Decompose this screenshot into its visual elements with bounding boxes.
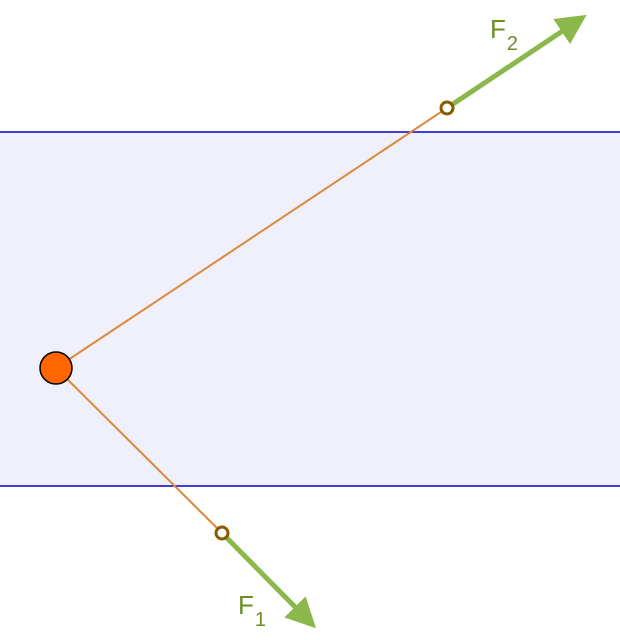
f1-label-sub: 1 — [255, 609, 266, 631]
shaded-band — [0, 132, 620, 486]
f1-handle[interactable] — [214, 525, 230, 541]
f2-label: F2 — [490, 14, 518, 55]
line-to-f1 — [55, 367, 223, 534]
f1-label: F1 — [238, 590, 266, 631]
line-to-f2 — [55, 107, 448, 369]
force-f1-arrow[interactable] — [220, 531, 317, 629]
f2-label-main: F — [490, 14, 506, 44]
central-point[interactable] — [39, 351, 73, 385]
f1-label-main: F — [238, 590, 254, 620]
f2-label-sub: 2 — [507, 33, 518, 55]
force-f2-arrow[interactable] — [445, 14, 587, 111]
f2-handle[interactable] — [439, 100, 455, 116]
